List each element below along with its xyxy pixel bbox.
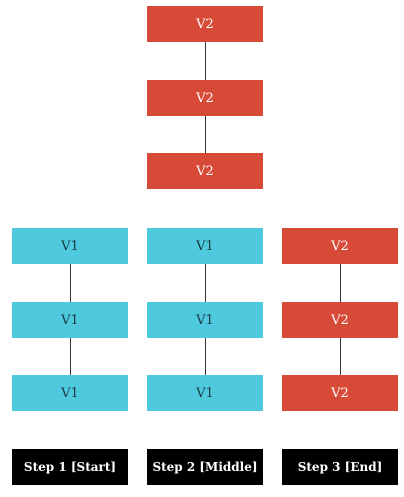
node-col2-bottom-3: V1 (147, 375, 263, 411)
node-col1-2: V1 (12, 302, 128, 338)
connector-col1-2 (70, 338, 71, 376)
node-col2-top-2: V2 (147, 80, 263, 116)
node-col3-1: V2 (282, 228, 398, 264)
node-col3-3: V2 (282, 375, 398, 411)
node-col2-bottom-1: V1 (147, 228, 263, 264)
connector-col2-top-2 (205, 116, 206, 154)
node-col3-2: V2 (282, 302, 398, 338)
connector-col2-top-1 (205, 42, 206, 82)
step-label-2: Step 2 [Middle] (147, 449, 263, 485)
connector-col3-2 (340, 338, 341, 376)
connector-col3-1 (340, 264, 341, 304)
step-label-3: Step 3 [End] (282, 449, 398, 485)
node-col2-top-3: V2 (147, 153, 263, 189)
node-col2-bottom-2: V1 (147, 302, 263, 338)
connector-col2-bottom-2 (205, 338, 206, 376)
connector-col1-1 (70, 264, 71, 304)
node-col1-1: V1 (12, 228, 128, 264)
step-label-1: Step 1 [Start] (12, 449, 128, 485)
node-col1-3: V1 (12, 375, 128, 411)
connector-col2-bottom-1 (205, 264, 206, 304)
node-col2-top-1: V2 (147, 6, 263, 42)
